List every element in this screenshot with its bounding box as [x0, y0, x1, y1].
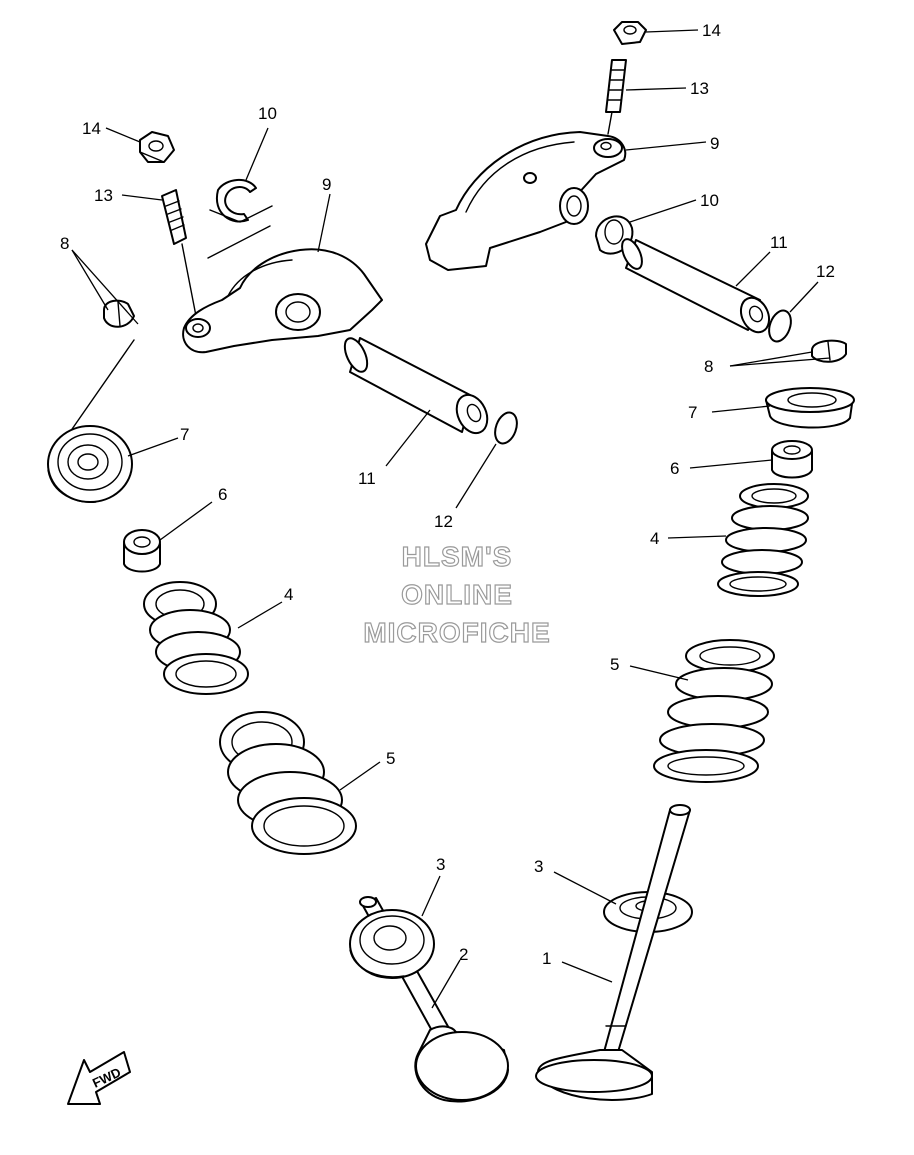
rocker-arm-right: [425, 131, 627, 271]
callout-shaft-left: 11: [358, 469, 376, 488]
valve-seat-left: [349, 909, 435, 979]
callout-arm-left: 9: [322, 175, 331, 194]
o-ring-left: [494, 411, 518, 445]
valve-cotter-right: [811, 339, 847, 363]
watermark: HLSM'S ONLINE MICROFICHE: [363, 540, 551, 648]
watermark-line-3: MICROFICHE: [363, 617, 550, 648]
watermark-line-2: ONLINE: [401, 579, 513, 610]
callout-nut-right: 14: [702, 21, 721, 40]
callout-screw-left: 13: [94, 186, 113, 205]
callout-seat-left: 3: [436, 855, 445, 874]
rocker-shaft-right: [621, 238, 771, 334]
stem-seal-left: [123, 529, 161, 573]
outer-spring-right: [653, 639, 775, 783]
callout-spring-outer-right: 5: [610, 655, 619, 674]
callout-spring-inner-left: 4: [284, 585, 293, 604]
callout-nut-left: 14: [82, 119, 101, 138]
callout-seal-left: 6: [218, 485, 227, 504]
spring-retainer-left: [47, 425, 133, 503]
stem-seal-right: [771, 440, 813, 479]
callout-spring-inner-right: 4: [650, 529, 659, 548]
callout-seal-right: 6: [670, 459, 679, 478]
outer-spring-left: [219, 711, 357, 855]
callout-shaft-right: 11: [770, 233, 788, 252]
valve-cotter-left: [103, 299, 135, 328]
callout-seat-right: 3: [534, 857, 543, 876]
callout-clip-left: 10: [258, 104, 277, 123]
callout-screw-right: 13: [690, 79, 709, 98]
o-ring-right: [768, 309, 792, 343]
callout-oring-right: 12: [816, 262, 835, 281]
nut-left: [139, 131, 175, 163]
callout-retainer-right: 7: [688, 403, 697, 422]
callout-valve-intake: 2: [459, 945, 468, 964]
fwd-arrow-icon: FWD: [67, 1051, 131, 1105]
callout-spring-outer-left: 5: [386, 749, 395, 768]
inner-spring-left: [143, 581, 249, 695]
nut-right: [613, 21, 647, 45]
callout-cotter-left: 8: [60, 234, 69, 253]
adjusting-screw-right: [605, 59, 627, 113]
inner-spring-right: [717, 483, 809, 597]
callout-valve-exhaust: 1: [542, 949, 551, 968]
adjusting-screw-left: [161, 189, 187, 245]
rocker-arm-left: [182, 248, 383, 354]
callout-oring-left: 12: [434, 512, 453, 531]
callout-cotter-right: 8: [704, 357, 713, 376]
callout-clip-right: 10: [700, 191, 719, 210]
callout-retainer-left: 7: [180, 425, 189, 444]
exhaust-valve: [535, 804, 691, 1101]
callout-arm-right: 9: [710, 134, 719, 153]
rocker-shaft-left: [343, 337, 489, 435]
clip-left: [207, 179, 273, 259]
watermark-line-1: HLSM'S: [402, 541, 513, 572]
spring-retainer-right: [765, 387, 855, 429]
